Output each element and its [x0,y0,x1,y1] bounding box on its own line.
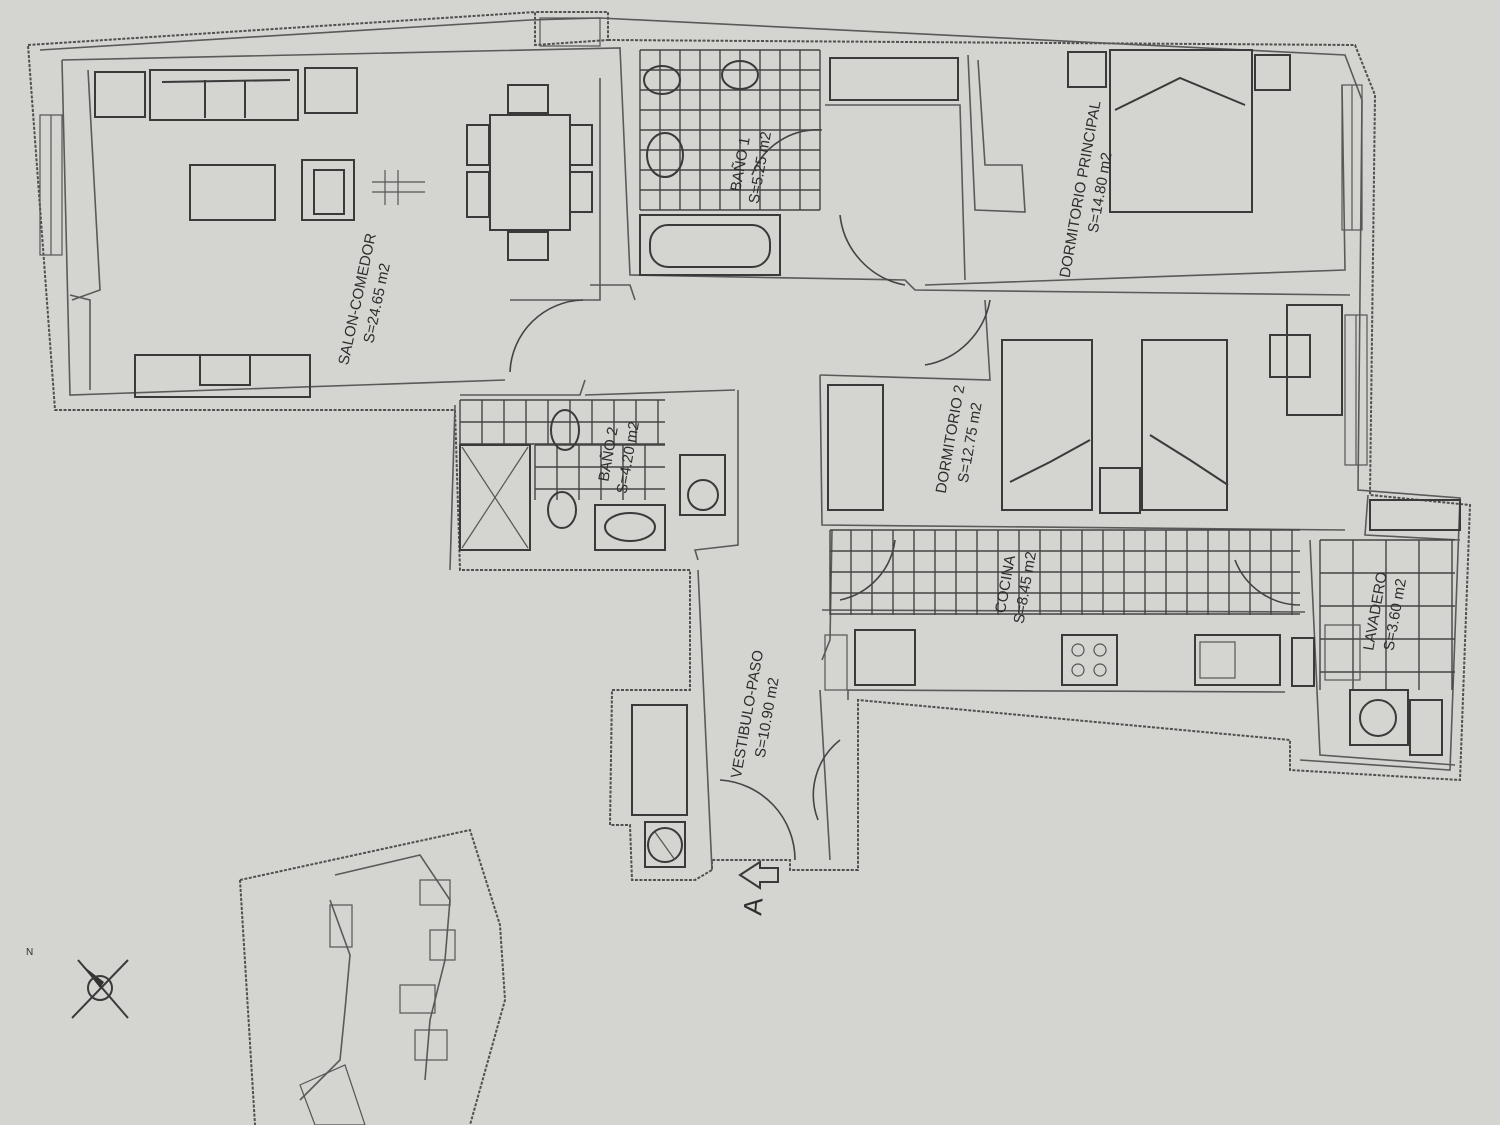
north-arrow: N [26,947,129,1019]
entrance-letter: A [737,896,768,917]
bano1-fixtures [639,49,823,276]
neighbour-building [239,828,507,1125]
lavadero-fixtures [1319,499,1461,756]
salon-furniture [94,67,593,398]
cocina-fixtures [824,529,1315,691]
vestibulo-fixtures [509,299,991,868]
entrance-marker: A [737,860,779,917]
dormitorio2-furniture [827,214,1343,514]
dormitorio-principal-furniture [829,49,1291,213]
north-label: N [26,947,33,958]
bano2-fixtures [459,399,726,551]
windows [39,17,1368,466]
